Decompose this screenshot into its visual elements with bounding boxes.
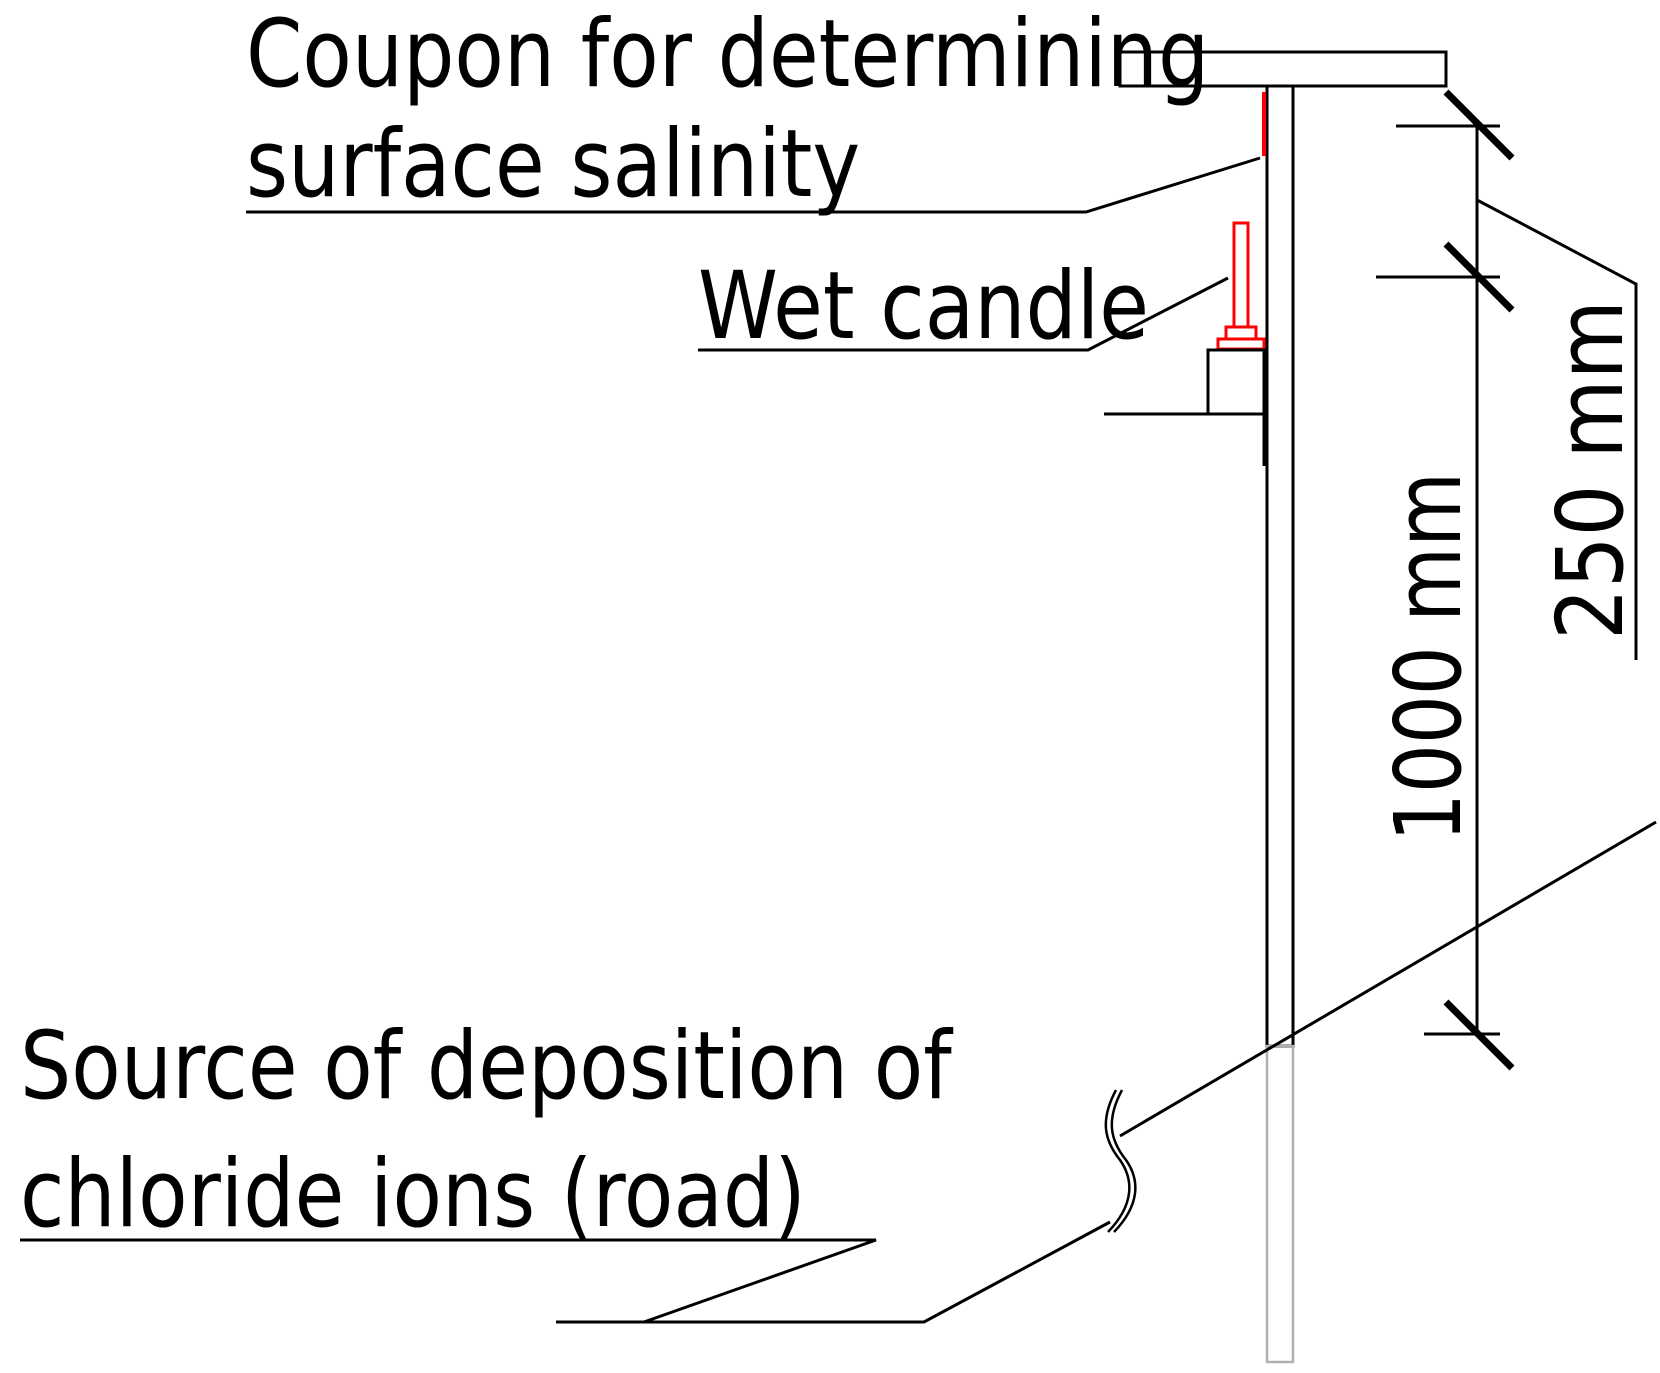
dimension-label-250mm: 250 mm <box>1537 300 1644 640</box>
dimension-label-1000mm: 1000 mm <box>1375 472 1482 842</box>
wet-candle-label: Wet candle <box>698 251 1149 360</box>
coupon-leader-line <box>246 156 1261 214</box>
source-leader-line <box>20 1238 877 1324</box>
ground-slope <box>1119 820 1657 1138</box>
break-line <box>1104 1089 1137 1233</box>
road-ground-line <box>556 1220 1111 1324</box>
source-label-line2: chloride ions (road) <box>20 1139 806 1248</box>
source-label-line1: Source of deposition of <box>20 1011 954 1120</box>
post-buried-portion <box>1265 1044 1295 1364</box>
wet-candle-device <box>1216 221 1266 351</box>
coupon-label-line2: surface salinity <box>246 109 860 218</box>
post <box>1265 84 1295 1048</box>
candle-holder-block <box>1206 348 1266 416</box>
dimension-250mm <box>1376 198 1638 660</box>
coupon-label-line1: Coupon for determining <box>246 0 1209 109</box>
wet-candle-leader-line <box>698 276 1229 352</box>
